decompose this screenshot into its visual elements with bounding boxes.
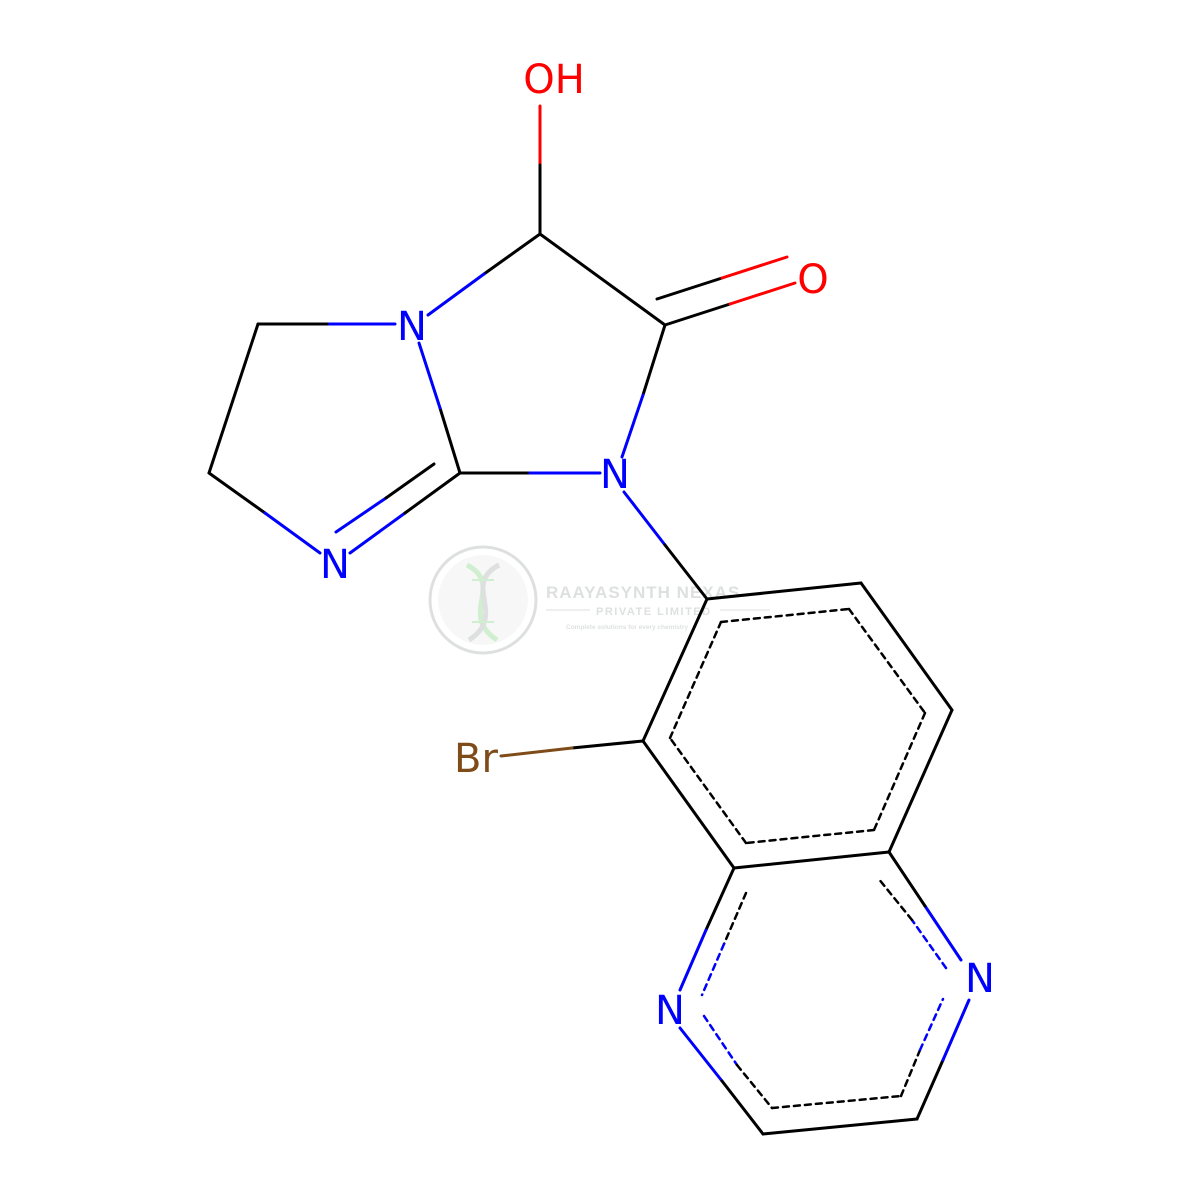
bond-c8a-nb-b (417, 341, 442, 410)
bond-pyz-2b (720, 1079, 765, 1136)
bond-cn-double-1a (348, 511, 407, 555)
bond-cn-double-2a (334, 496, 388, 534)
atom-hydroxyl: OH (523, 57, 585, 103)
atom-quinoxaline-nitrogen-left: N (655, 988, 685, 1034)
bond-c7-n-b (426, 272, 486, 317)
atom-amide-nitrogen: N (600, 452, 630, 498)
bond-n-aryl-b (663, 543, 709, 601)
atom-quinoxaline-nitrogen-right: N (965, 956, 995, 1002)
bond-pyz-1b (678, 928, 708, 992)
bond-c-br-a (570, 739, 645, 750)
bond-ar-2 (859, 581, 954, 712)
bond-ar-1 (705, 581, 863, 601)
bond-ar-6 (641, 597, 709, 743)
bond-pyz-4a (915, 1058, 945, 1121)
atom-labels: OH O N N N Br N N (320, 57, 995, 1034)
bond-pyz-2a (678, 1026, 724, 1083)
bond-ch2-ch2 (207, 322, 260, 475)
atom-carbonyl-oxygen: O (797, 257, 828, 303)
bond-c-br-b (499, 746, 574, 758)
bond-c7-c6 (538, 232, 667, 327)
atom-bridgehead-nitrogen: N (397, 304, 427, 350)
bond-ch2-nimine-a (207, 471, 267, 515)
bond-ch2-nimine-b (263, 511, 322, 555)
atom-bromine: Br (454, 736, 498, 782)
watermark-title: RAAYASYNTH NEXAS (546, 583, 740, 602)
bond-pyz-5a (923, 904, 963, 962)
bond-pyz-5b (887, 850, 927, 908)
bond-c-o-2b (720, 255, 789, 280)
bond-c6-n-b (620, 393, 645, 459)
bond-pyz-1a (704, 866, 736, 932)
aromatic-dash-benzene (668, 607, 927, 845)
watermark: RAAYASYNTH NEXAS PRIVATE LIMITED Complet… (428, 545, 770, 655)
dna-helix-logo-icon (428, 545, 538, 655)
bond-pyz-3 (761, 1117, 919, 1136)
bond-pyz-4b (941, 998, 971, 1062)
bond-c7-n-a (482, 232, 542, 276)
bond-ar-5 (641, 739, 736, 870)
bond-ar-3 (887, 708, 954, 854)
bond-ar-4 (732, 850, 891, 870)
bond-n-aryl-a (622, 490, 667, 547)
bond-c8a-nb-a (438, 406, 462, 475)
aromatic-dash-pyrazine (700, 876, 948, 1110)
bond-cn-double-2b (384, 462, 436, 500)
bond-c-o-1b (728, 281, 797, 306)
bond-c-o-2a (655, 276, 724, 301)
watermark-subtitle: PRIVATE LIMITED (596, 606, 712, 618)
bonds (207, 104, 971, 1136)
bond-cn-double-1b (403, 471, 462, 515)
bond-c6-n-a (641, 323, 667, 397)
bond-c-o-1a (663, 302, 732, 327)
atom-imine-nitrogen: N (320, 542, 350, 588)
watermark-tagline: Complete solutions for every chemistry (566, 624, 688, 631)
